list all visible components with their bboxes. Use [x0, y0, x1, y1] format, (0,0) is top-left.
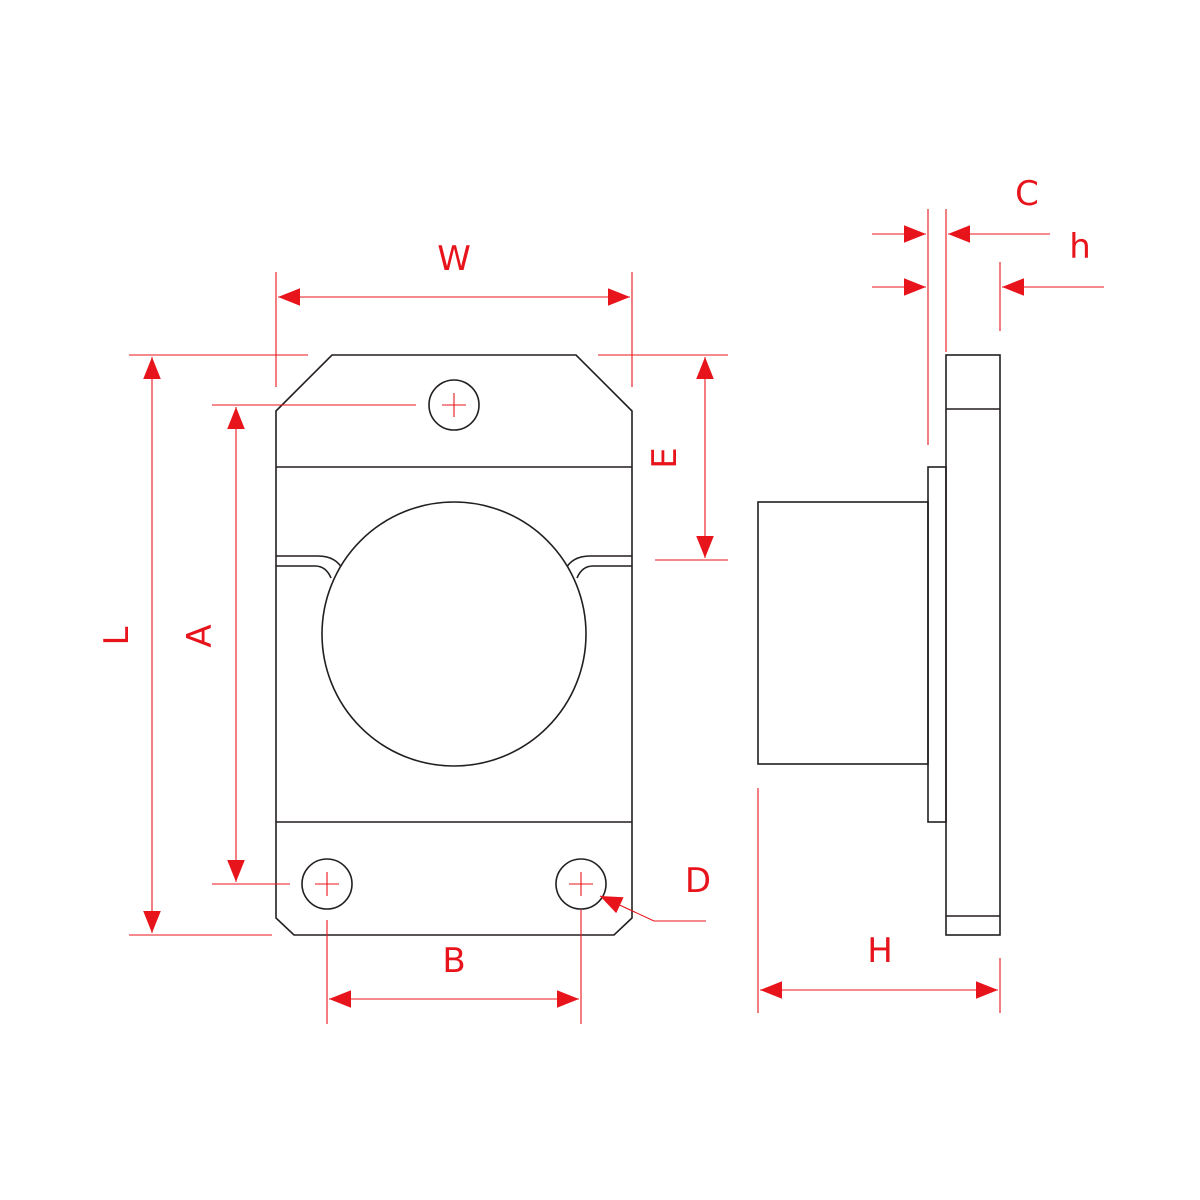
label-b: B [442, 941, 465, 981]
label-H: H [867, 931, 893, 971]
face-plate-side [945, 354, 1001, 936]
label-l: L [97, 626, 137, 645]
cylinder-face [321, 501, 587, 767]
right-groove-bottom [576, 565, 632, 579]
front-dimensions: W L A E B D [97, 239, 728, 1024]
front-body-outline [275, 354, 633, 936]
label-c: C [1015, 174, 1039, 214]
front-view [275, 354, 633, 936]
dim-d-leader [599, 895, 706, 922]
side-dimensions: C h H [757, 174, 1104, 1013]
screw-hole-bottom-right [555, 858, 607, 910]
left-groove-top [276, 555, 344, 571]
screw-hole-bottom-left [301, 858, 353, 910]
side-view [757, 354, 1001, 936]
label-w: W [437, 239, 471, 279]
label-a: A [180, 624, 220, 647]
label-d: D [685, 861, 711, 901]
mounting-plate-side [927, 466, 947, 823]
left-groove-bottom [276, 565, 332, 579]
screw-hole-top [428, 379, 480, 431]
label-h-small: h [1069, 227, 1091, 267]
cylinder-body-side [757, 501, 929, 765]
right-groove-top [564, 555, 632, 571]
label-e: E [645, 447, 685, 468]
